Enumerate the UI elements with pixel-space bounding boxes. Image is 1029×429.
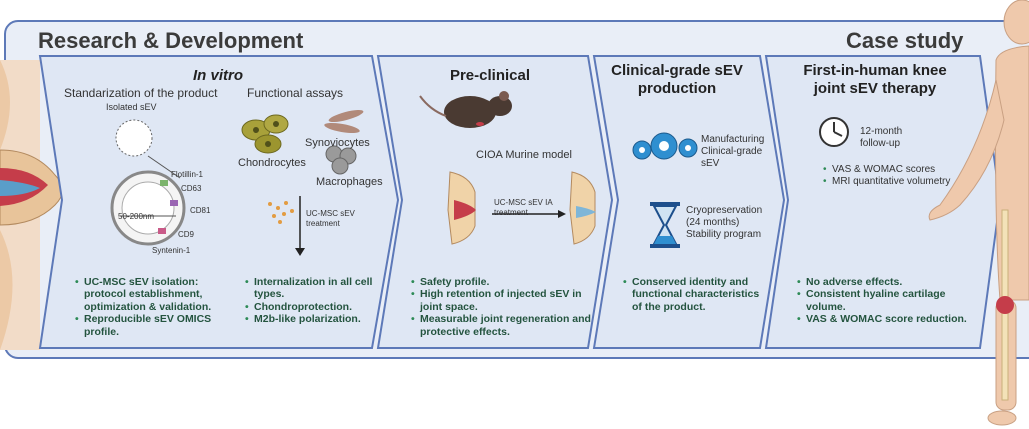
bullet: Measurable joint regeneration and protec… [411, 313, 595, 338]
bullet: Consistent hyaline cartilage volume. [797, 288, 974, 313]
bullet: Conserved identity and functional charac… [623, 276, 772, 313]
joint-after-icon [569, 171, 596, 245]
preclinical-bullets: Safety profile. High retention of inject… [410, 276, 595, 338]
production-bullets: Conserved identity and functional charac… [622, 276, 772, 313]
marker-cd9: CD9 [178, 230, 195, 239]
invitro-bullets-right: Internalization in all cell types. Chond… [244, 276, 384, 326]
synoviocytes-label: Synoviocytes [305, 137, 370, 149]
synoviocytes-icon [324, 109, 364, 134]
case-study-header: Case study [846, 28, 964, 53]
standardization-label: Standarization of the product [64, 86, 218, 100]
bullet: VAS & WOMAC score reduction. [797, 313, 974, 326]
hourglass-icon [650, 202, 680, 248]
preclinical-title: Pre-clinical [449, 67, 531, 84]
bullet: Chondroprotection. [245, 301, 384, 314]
bullet: Reproducible sEV OMICS profile. [75, 313, 240, 338]
left-knee-illustration [0, 60, 63, 350]
chondrocytes-icon [241, 114, 289, 154]
vesicle-icon [110, 119, 186, 246]
functional-assays-label: Functional assays [247, 86, 344, 100]
sev-dots-icon [268, 201, 294, 224]
score-item: MRI quantitative volumetry [823, 176, 972, 189]
macrophages-label: Macrophages [316, 176, 383, 188]
bullet: Internalization in all cell types. [245, 276, 384, 301]
joint-before-icon [447, 171, 476, 245]
leg-bone-illustration [996, 209, 1014, 401]
size-label: 50-200nm [118, 212, 155, 221]
rd-header: Research & Development [38, 28, 304, 53]
bullet: M2b-like polarization. [245, 313, 384, 326]
panel-production [592, 55, 786, 349]
bullet: No adverse effects. [797, 276, 974, 289]
preclinical-treatment-label: UC-MSC sEV IA treatment [494, 198, 553, 217]
marker-cd81: CD81 [190, 206, 211, 215]
score-item: VAS & WOMAC scores [823, 164, 972, 177]
marker-syntenin: Syntenin-1 [152, 246, 191, 255]
isolated-sev-label: Isolated sEV [106, 102, 157, 112]
fih-title: First-in-human knee joint sEV therapy [803, 62, 947, 97]
production-title: Clinical-grade sEV production [611, 62, 743, 97]
macrophages-icon [325, 145, 357, 175]
murine-model-label: CIOA Murine model [476, 149, 572, 161]
manufacturing-label: Manufacturing Clinical-grade sEV [701, 134, 765, 169]
mouse-icon [419, 91, 512, 128]
human-figure-illustration [928, 0, 1029, 426]
panel-preclinical [376, 55, 614, 349]
fih-scores-list: VAS & WOMAC scores MRI quantitative volu… [822, 164, 972, 189]
invitro-title: In vitro [192, 67, 243, 84]
invitro-treatment-label: UC-MSC sEV treatment [306, 209, 355, 228]
bullet: Safety profile. [411, 276, 595, 289]
bullet: High retention of injected sEV in joint … [411, 288, 595, 313]
marker-cd63: CD63 [181, 184, 202, 193]
bullet: UC-MSC sEV isolation: protocol establish… [75, 276, 240, 313]
invitro-bullets-left: UC-MSC sEV isolation: protocol establish… [74, 276, 240, 338]
marker-flotillin: Flotillin-1 [171, 170, 204, 179]
cryopreservation-label: Cryopreservation (24 months) Stability p… [686, 205, 763, 240]
followup-label: 12-month follow-up [860, 126, 903, 149]
fih-bullets: No adverse effects. Consistent hyaline c… [796, 276, 974, 326]
clock-icon [819, 117, 849, 147]
chondrocytes-label: Chondrocytes [238, 157, 306, 169]
